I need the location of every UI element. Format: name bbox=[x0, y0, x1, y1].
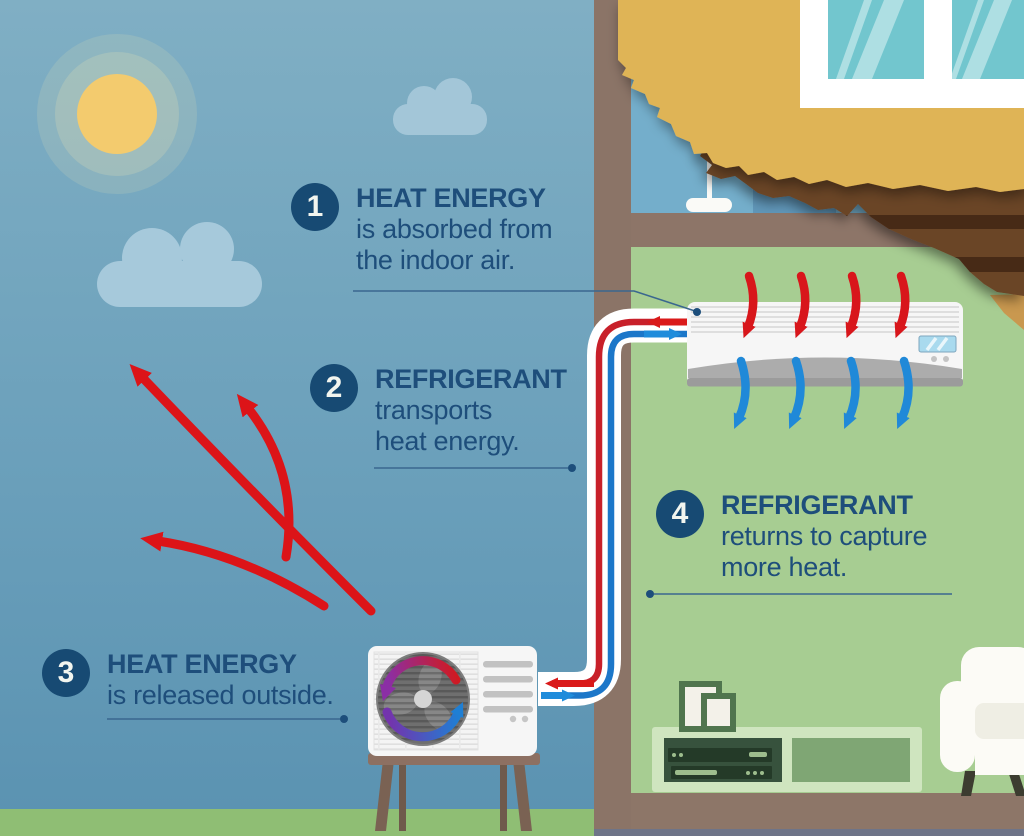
step-4-line: returns to capture bbox=[721, 521, 928, 551]
outdoor-unit-slats bbox=[483, 661, 533, 713]
step-1-line: is absorbed from bbox=[356, 214, 553, 244]
cloud-large-icon bbox=[97, 222, 262, 307]
step-1-line: the indoor air. bbox=[356, 245, 516, 275]
picture-frames bbox=[679, 681, 736, 732]
step-1-number-badge: 1 bbox=[291, 183, 339, 231]
outdoor-unit bbox=[368, 646, 540, 831]
warm-air-intake-arrows bbox=[742, 271, 910, 339]
grass bbox=[0, 809, 596, 836]
indoor-unit-button bbox=[943, 356, 949, 362]
step-2-line: heat energy. bbox=[375, 426, 520, 456]
living-room-floor bbox=[631, 793, 1024, 830]
step-4-line: more heat. bbox=[721, 552, 848, 582]
step-4-number-badge: 4 bbox=[656, 490, 704, 538]
cold-refrigerant-line bbox=[552, 330, 687, 699]
indoor-unit bbox=[687, 302, 963, 387]
step-3-number-badge: 3 bbox=[42, 649, 90, 697]
media-devices bbox=[668, 748, 772, 779]
callout-lines bbox=[107, 290, 952, 723]
step-3-line: is released outside. bbox=[107, 680, 334, 710]
step-4: 4 REFRIGERANT returns to capture more he… bbox=[656, 490, 928, 583]
outdoor-unit-button bbox=[509, 715, 517, 723]
outdoor-fan bbox=[376, 652, 470, 746]
siding-shadow-wedge bbox=[990, 294, 1024, 330]
sun-icon bbox=[37, 34, 197, 194]
callout-dot-step-1 bbox=[693, 308, 701, 316]
step-3: 3 HEAT ENERGY is released outside. bbox=[42, 649, 334, 711]
callout-dot-step-2 bbox=[568, 464, 576, 472]
exterior-siding-torn bbox=[618, 0, 1024, 192]
step-1: 1 HEAT ENERGY is absorbed from the indoo… bbox=[291, 183, 553, 276]
step-2-line: transports bbox=[375, 395, 493, 425]
chair-leg bbox=[961, 771, 976, 796]
step-1-heading: HEAT ENERGY bbox=[356, 183, 546, 213]
baseboard-strip bbox=[594, 829, 1024, 836]
chair-leg bbox=[1008, 771, 1024, 796]
pipe-conduit bbox=[538, 308, 687, 706]
callout-dot-step-3 bbox=[340, 715, 348, 723]
step-3-heading: HEAT ENERGY bbox=[107, 649, 297, 679]
step-2-heading: REFRIGERANT bbox=[375, 364, 567, 394]
cloud-small-icon bbox=[393, 78, 487, 135]
tv-console bbox=[652, 727, 922, 792]
outdoor-unit-button bbox=[521, 715, 529, 723]
step-2: 2 REFRIGERANT transports heat energy. bbox=[310, 364, 567, 457]
floor-lamp bbox=[686, 155, 732, 212]
refrigerant-cycle-arrows bbox=[380, 656, 464, 742]
house-cutaway bbox=[594, 0, 1024, 836]
heat-release-arrows bbox=[129, 363, 376, 616]
window bbox=[800, 0, 1024, 108]
indoor-unit-vents bbox=[691, 306, 959, 333]
step-2-number-badge: 2 bbox=[310, 364, 358, 412]
armchair bbox=[940, 647, 1024, 796]
refrigerant-pipe bbox=[538, 308, 697, 706]
cool-air-output-arrows bbox=[733, 356, 913, 429]
callout-dot-step-4 bbox=[646, 590, 654, 598]
callout-line-step-1 bbox=[353, 290, 696, 312]
indoor-unit-button bbox=[931, 356, 937, 362]
step-4-heading: REFRIGERANT bbox=[721, 490, 913, 520]
